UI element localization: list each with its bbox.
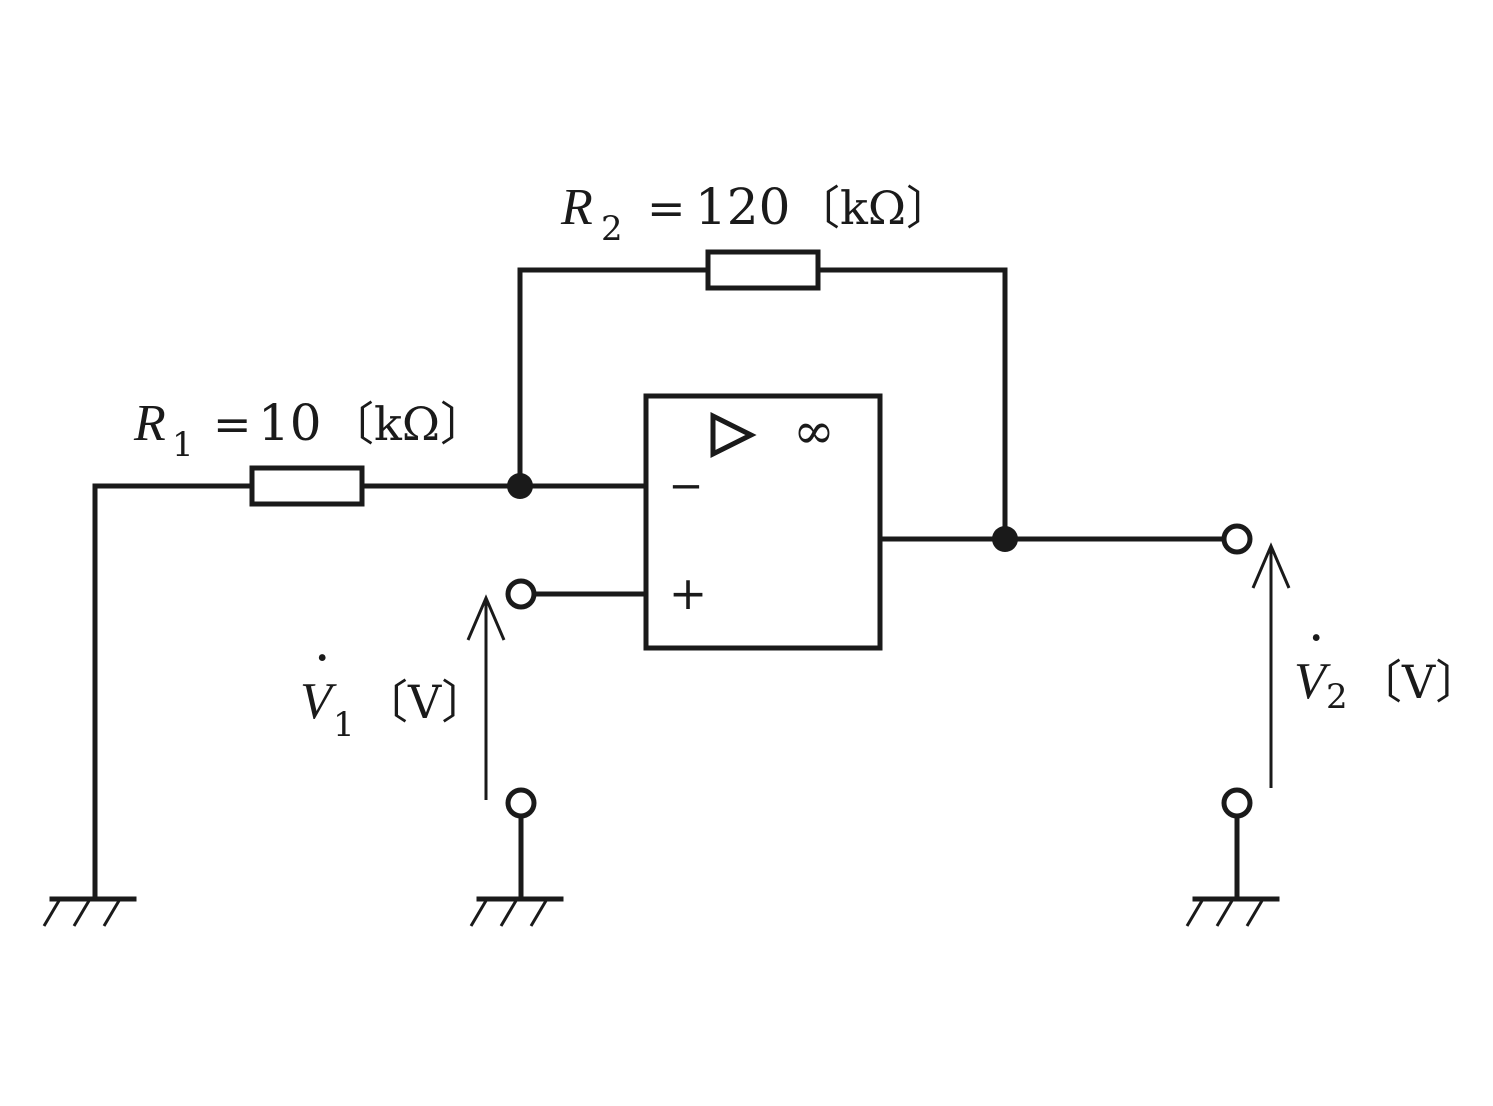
v1-arrow-icon [466, 594, 506, 800]
v2-bottom-terminal [1221, 787, 1253, 819]
opamp-gain-symbol: ∞ [793, 402, 835, 460]
v1-subscript: 1 [333, 705, 355, 745]
v2-symbol: V [1294, 653, 1331, 710]
r1-subscript: 1 [172, 425, 194, 465]
r1-value: 10 [258, 394, 322, 452]
v2-dot: · [1308, 609, 1325, 669]
feedback-wire-right [815, 267, 1008, 542]
r2-subscript: 2 [601, 209, 623, 249]
resistor-r2 [705, 249, 821, 291]
v1-dot: · [314, 629, 331, 689]
v2-subscript: 2 [1326, 677, 1348, 717]
v2-label: · V 2 〔V〕 [1294, 609, 1481, 717]
v1-symbol: V [300, 673, 337, 730]
feedback-wire-left [517, 267, 711, 489]
r1-equals: = [213, 397, 252, 451]
v1-top-terminal [505, 578, 537, 610]
v1-unit: 〔V〕 [362, 675, 487, 729]
v2-arrow-icon [1251, 542, 1291, 788]
r1-unit: 〔kΩ〕 [328, 397, 486, 451]
opamp-noninverting-sign: + [669, 566, 708, 620]
v1-label: · V 1 〔V〕 [300, 629, 487, 745]
r2-value: 120 [695, 178, 790, 236]
r2-label: R 2 = 120 〔kΩ〕 [560, 178, 952, 249]
r1-symbol: R [133, 395, 166, 452]
v2-top-terminal [1221, 523, 1253, 555]
inverting-junction-node [507, 473, 533, 499]
opamp-triangle-icon [710, 411, 757, 459]
right-ground-icon [1185, 896, 1280, 927]
left-ground-wire [92, 483, 255, 900]
v1-bottom-terminal [505, 787, 537, 819]
r2-unit: 〔kΩ〕 [794, 181, 952, 235]
r2-symbol: R [560, 179, 593, 236]
left-ground-icon [42, 896, 137, 927]
middle-ground-icon [469, 896, 564, 927]
v2-unit: 〔V〕 [1356, 655, 1481, 709]
opamp-body [643, 393, 883, 651]
opamp-inverting-sign: − [668, 461, 703, 510]
r1-label: R 1 = 10 〔kΩ〕 [133, 394, 486, 465]
output-junction-node [992, 526, 1018, 552]
r2-equals: = [647, 181, 686, 235]
resistor-r1 [249, 465, 365, 507]
